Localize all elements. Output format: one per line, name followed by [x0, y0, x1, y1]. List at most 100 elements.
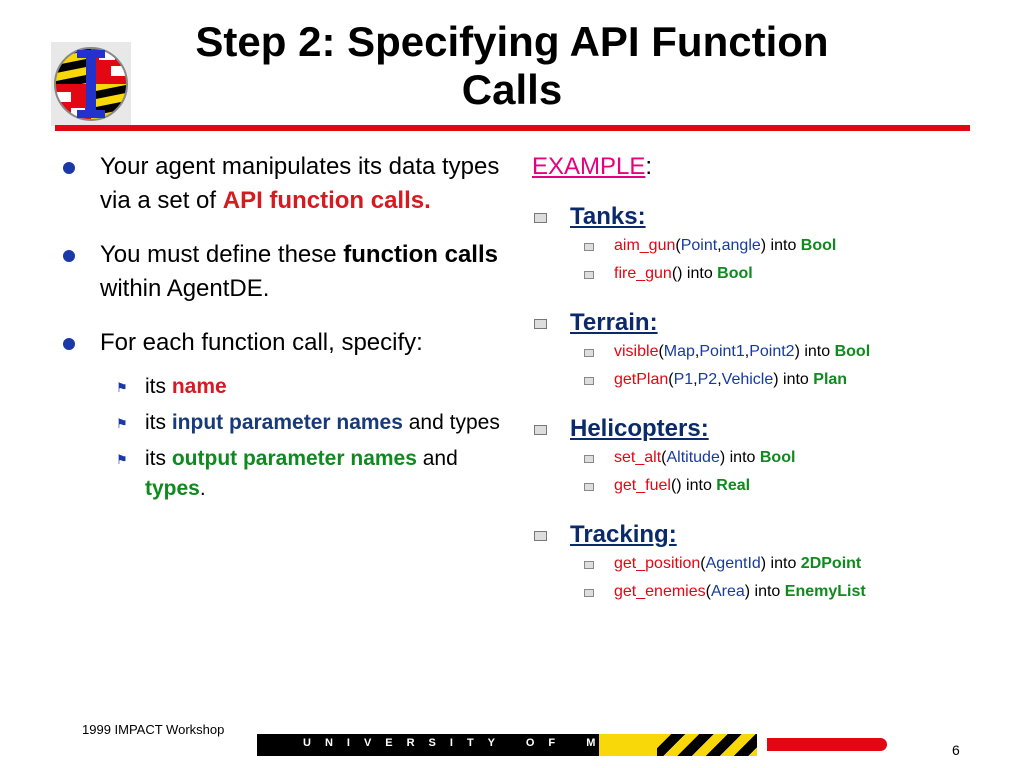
sub-text: its [145, 375, 172, 398]
function-argument: Area [710, 583, 745, 600]
blue-dot-icon [63, 250, 75, 262]
return-type: Bool [834, 343, 871, 360]
document-box-icon [584, 455, 594, 463]
document-box-icon [584, 589, 594, 597]
bullet-emphasis: function calls [343, 241, 498, 268]
return-type: Plan [813, 371, 848, 388]
sub-emphasis: output parameter names [171, 447, 417, 470]
category-title: Tanks: [570, 203, 646, 230]
return-type: Bool [800, 237, 837, 254]
flag-icon: ⚑ [116, 452, 128, 467]
page-number: 6 [952, 742, 960, 758]
document-box-icon [584, 243, 594, 251]
flag-icon: ⚑ [116, 380, 128, 395]
document-box-icon [534, 425, 547, 435]
footer-workshop: 1999 IMPACT Workshop [82, 722, 225, 737]
example-heading: EXAMPLE: [532, 152, 1002, 182]
document-box-icon [534, 531, 547, 541]
example-colon: : [645, 153, 653, 180]
sub-text-mid: and [416, 447, 458, 470]
example-category: Terrain:visible(Map,Point1,Point2) into … [532, 308, 1002, 394]
document-box-icon [584, 349, 594, 357]
function-argument: P1 [673, 371, 694, 388]
maryland-flag-stripes [657, 734, 757, 756]
into-word: into [799, 343, 835, 360]
function-argument: P2 [697, 371, 718, 388]
sub-text-end: and types [402, 411, 500, 434]
blue-dot-icon [63, 162, 75, 174]
document-box-icon [584, 377, 594, 385]
document-box-icon [584, 483, 594, 491]
maryland-i-logo-icon [51, 42, 131, 126]
function-argument: Point2 [749, 343, 795, 360]
sub-item-input: ⚑ its input parameter names and types [100, 408, 510, 438]
sub-text-end: . [199, 477, 206, 500]
return-type: 2DPoint [800, 555, 862, 572]
function-item: get_position(AgentId) into 2DPoint [532, 550, 1002, 578]
into-word: into [766, 237, 801, 254]
function-name: getPlan [614, 371, 669, 388]
bullet-api-calls: Your agent manipulates its data types vi… [60, 150, 510, 218]
example-category: Tracking:get_position(AgentId) into 2DPo… [532, 520, 1002, 606]
sub-emphasis-2: types [145, 477, 200, 500]
function-name: get_enemies [614, 583, 706, 600]
function-argument: angle [721, 237, 761, 254]
category-heading: Terrain: [532, 308, 1002, 338]
function-argument: Vehicle [721, 371, 774, 388]
function-item: fire_gun() into Bool [532, 260, 1002, 288]
sub-item-name: ⚑ its name [100, 372, 510, 402]
function-name: set_alt [614, 449, 662, 466]
title-line-1: Step 2: Specifying API Function [195, 18, 829, 65]
sub-emphasis: input parameter names [171, 411, 403, 434]
maryland-flag-red [757, 734, 943, 756]
sub-emphasis: name [171, 375, 227, 398]
return-type: EnemyList [784, 583, 866, 600]
bullet-define-calls: You must define these function calls wit… [60, 238, 510, 306]
sub-item-output: ⚑ its output parameter names and types. [100, 444, 510, 504]
function-item: get_fuel() into Real [532, 472, 1002, 500]
function-argument: Point1 [699, 343, 745, 360]
into-word: into [750, 583, 785, 600]
return-type: Bool [759, 449, 796, 466]
sub-text: its [145, 411, 172, 434]
into-word: into [725, 449, 760, 466]
example-panel: EXAMPLE: Tanks:aim_gun(Point,angle) into… [532, 152, 1002, 606]
document-box-icon [534, 213, 547, 223]
maryland-flag-yellow [599, 734, 659, 756]
bullet-text-end: within AgentDE. [100, 275, 270, 302]
left-bullet-list: Your agent manipulates its data types vi… [60, 150, 510, 524]
bullet-emphasis: API function calls. [222, 187, 431, 214]
function-name: get_fuel [614, 477, 671, 494]
return-type: Bool [717, 265, 753, 282]
title-divider [55, 125, 970, 131]
example-label: EXAMPLE [532, 153, 646, 180]
document-box-icon [584, 271, 594, 279]
function-item: getPlan(P1,P2,Vehicle) into Plan [532, 366, 1002, 394]
blue-dot-icon [63, 338, 75, 350]
document-box-icon [584, 561, 594, 569]
sub-bullet-list: ⚑ its name ⚑ its input parameter names a… [100, 372, 510, 504]
flag-icon: ⚑ [116, 416, 128, 431]
slide-title: Step 2: Specifying API Function Calls [150, 18, 874, 114]
bullet-text: For each function call, specify: [100, 329, 423, 356]
function-name: visible [614, 343, 659, 360]
function-item: set_alt(Altitude) into Bool [532, 444, 1002, 472]
function-argument: Altitude [666, 449, 720, 466]
into-word: into [766, 555, 801, 572]
bullet-text: Your agent manipulates its data types vi… [100, 153, 500, 214]
function-name: get_position [614, 555, 701, 572]
category-title: Terrain: [570, 309, 658, 336]
bullet-specify: For each function call, specify: ⚑ its n… [60, 326, 510, 504]
function-argument: Map [663, 343, 695, 360]
return-type: Real [716, 477, 751, 494]
footer-university-band: UNIVERSITY OF MARYLAND [257, 734, 943, 756]
sub-text: its [145, 447, 172, 470]
function-item: aim_gun(Point,angle) into Bool [532, 232, 1002, 260]
category-heading: Tanks: [532, 202, 1002, 232]
category-title: Helicopters: [570, 415, 709, 442]
function-item: get_enemies(Area) into EnemyList [532, 578, 1002, 606]
title-line-2: Calls [461, 66, 563, 113]
